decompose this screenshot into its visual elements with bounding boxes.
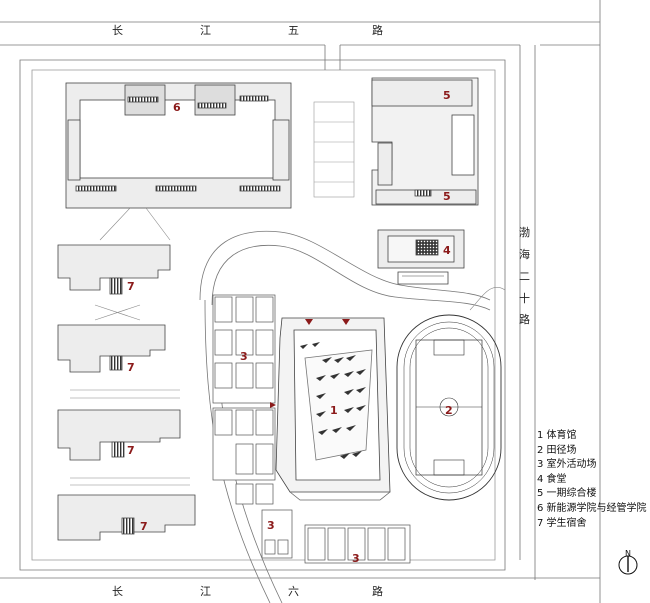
road-top-char: 江 bbox=[200, 24, 211, 37]
zone-label-complex: 5 bbox=[443, 190, 451, 203]
zone-label-courts: 3 bbox=[240, 350, 248, 363]
road-top-char: 五 bbox=[288, 24, 299, 37]
gymnasium bbox=[270, 317, 391, 501]
legend-item: 5 一期综合楼 bbox=[537, 488, 597, 500]
road-right-char: 海 bbox=[519, 248, 530, 261]
zone-label-dorm: 7 bbox=[127, 280, 135, 293]
complex-building bbox=[371, 77, 479, 206]
road-right-char: 渤 bbox=[519, 226, 530, 239]
legend-item: 6 新能源学院与经管学院 bbox=[537, 502, 647, 514]
parking-area bbox=[313, 101, 355, 198]
legend: 1 体育馆 2 田径场 3 室外活动场 4 食堂 5 一期综合楼 6 新能源学院… bbox=[537, 429, 649, 531]
road-bottom-char: 长 bbox=[112, 585, 123, 598]
zone-label-colleges: 6 bbox=[173, 101, 181, 114]
legend-item: 4 食堂 bbox=[537, 473, 567, 485]
zone-label-gym: 1 bbox=[330, 404, 338, 417]
road-right-char: 二 bbox=[519, 270, 530, 283]
road-network bbox=[0, 0, 601, 603]
road-bottom-char: 江 bbox=[200, 585, 211, 598]
running-track bbox=[396, 314, 502, 501]
road-bottom-char: 路 bbox=[372, 585, 383, 598]
college-building bbox=[65, 82, 292, 209]
zone-label-canteen: 4 bbox=[443, 244, 451, 257]
zone-label-dorm: 7 bbox=[127, 444, 135, 457]
north-label: N bbox=[625, 549, 631, 558]
north-indicator: N bbox=[617, 541, 639, 560]
road-right-char: 路 bbox=[519, 313, 530, 326]
zone-label-courts: 3 bbox=[267, 519, 275, 532]
zone-label-dorm: 7 bbox=[127, 361, 135, 374]
canteen-building bbox=[377, 229, 465, 285]
zone-label-courts: 3 bbox=[352, 552, 360, 565]
north-arrow bbox=[618, 555, 638, 575]
zone-label-complex: 5 bbox=[443, 89, 451, 102]
dormitories bbox=[57, 244, 196, 541]
legend-item: 3 室外活动场 bbox=[537, 459, 597, 471]
zone-label-dorm: 7 bbox=[140, 520, 148, 533]
road-top-char: 路 bbox=[372, 24, 383, 37]
zone-label-track: 2 bbox=[445, 404, 453, 417]
legend-item: 1 体育馆 bbox=[537, 430, 577, 441]
road-right-char: 十 bbox=[519, 292, 530, 305]
legend-item: 2 田径场 bbox=[537, 444, 577, 456]
outdoor-courts-south bbox=[304, 524, 411, 564]
road-top-char: 长 bbox=[112, 24, 123, 37]
road-bottom-char: 六 bbox=[288, 585, 299, 598]
seating-triangles bbox=[300, 342, 366, 459]
paths bbox=[70, 207, 506, 486]
outdoor-courts bbox=[212, 294, 293, 559]
legend-item: 7 学生宿舍 bbox=[537, 517, 587, 529]
